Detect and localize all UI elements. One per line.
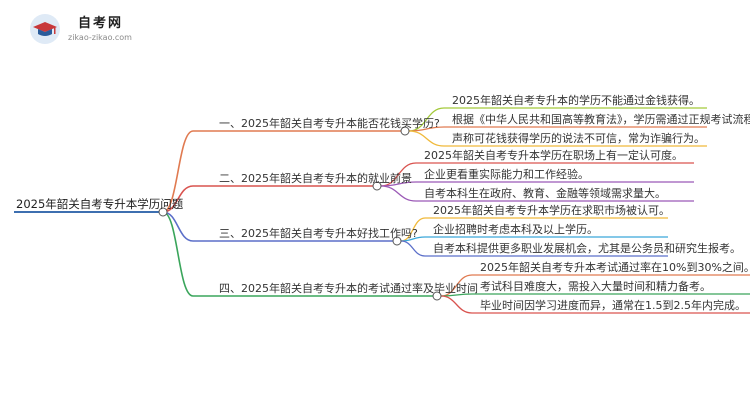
leaf-label: 企业招聘时考虑本科及以上学历。 (433, 223, 598, 236)
leaf-label: 根据《中华人民共和国高等教育法》，学历需通过正规考试流程。 (452, 113, 750, 126)
branch-junction-node[interactable] (400, 126, 410, 136)
branch-label-2: 二、2025年韶关自考专升本的就业前景 (219, 172, 412, 185)
branch-connector (162, 130, 194, 213)
branch-junction-node[interactable] (392, 236, 402, 246)
leaf-connector (408, 130, 445, 147)
leaf-connector (400, 240, 426, 257)
root-node-label: 2025年韶关自考专升本学历问题 (16, 197, 184, 211)
branch-junction-node[interactable] (372, 181, 382, 191)
root-junction-node[interactable] (158, 207, 168, 217)
branch-junction-node[interactable] (432, 291, 442, 301)
leaf-label: 考试科目难度大，需投入大量时间和精力备考。 (480, 280, 711, 293)
site-url[interactable]: zikao-zikao.com (68, 33, 132, 42)
leaf-connector (440, 295, 473, 314)
leaf-label: 2025年韶关自考专升本的学历不能通过金钱获得。 (452, 94, 700, 107)
leaf-label: 2025年韶关自考专升本学历在求职市场被认可。 (433, 204, 670, 217)
leaf-label: 声称可花钱获得学历的说法不可信，常为诈骗行为。 (452, 132, 705, 145)
site-name[interactable]: 自考网 (78, 16, 124, 31)
leaf-label: 企业更看重实际能力和工作经验。 (424, 168, 589, 181)
leaf-label: 2025年韶关自考专升本学历在职场上有一定认可度。 (424, 149, 683, 162)
leaf-label: 自考本科提供更多职业发展机会，尤其是公务员和研究生报考。 (433, 242, 741, 255)
leaf-label: 毕业时间因学习进度而异，通常在1.5到2.5年内完成。 (480, 299, 746, 312)
logo-icon (30, 14, 60, 44)
branch-label-3: 三、2025年韶关自考专升本好找工作吗? (219, 227, 418, 240)
branch-label-4: 四、2025年韶关自考专升本的考试通过率及毕业时间 (219, 282, 478, 295)
branch-connector (162, 211, 194, 297)
leaf-label: 2025年韶关自考专升本考试通过率在10%到30%之间。 (480, 261, 750, 274)
branch-label-1: 一、2025年韶关自考专升本能否花钱买学历? (219, 117, 440, 130)
leaf-connector (380, 185, 417, 202)
leaf-label: 自考本科生在政府、教育、金融等领域需求量大。 (424, 187, 666, 200)
